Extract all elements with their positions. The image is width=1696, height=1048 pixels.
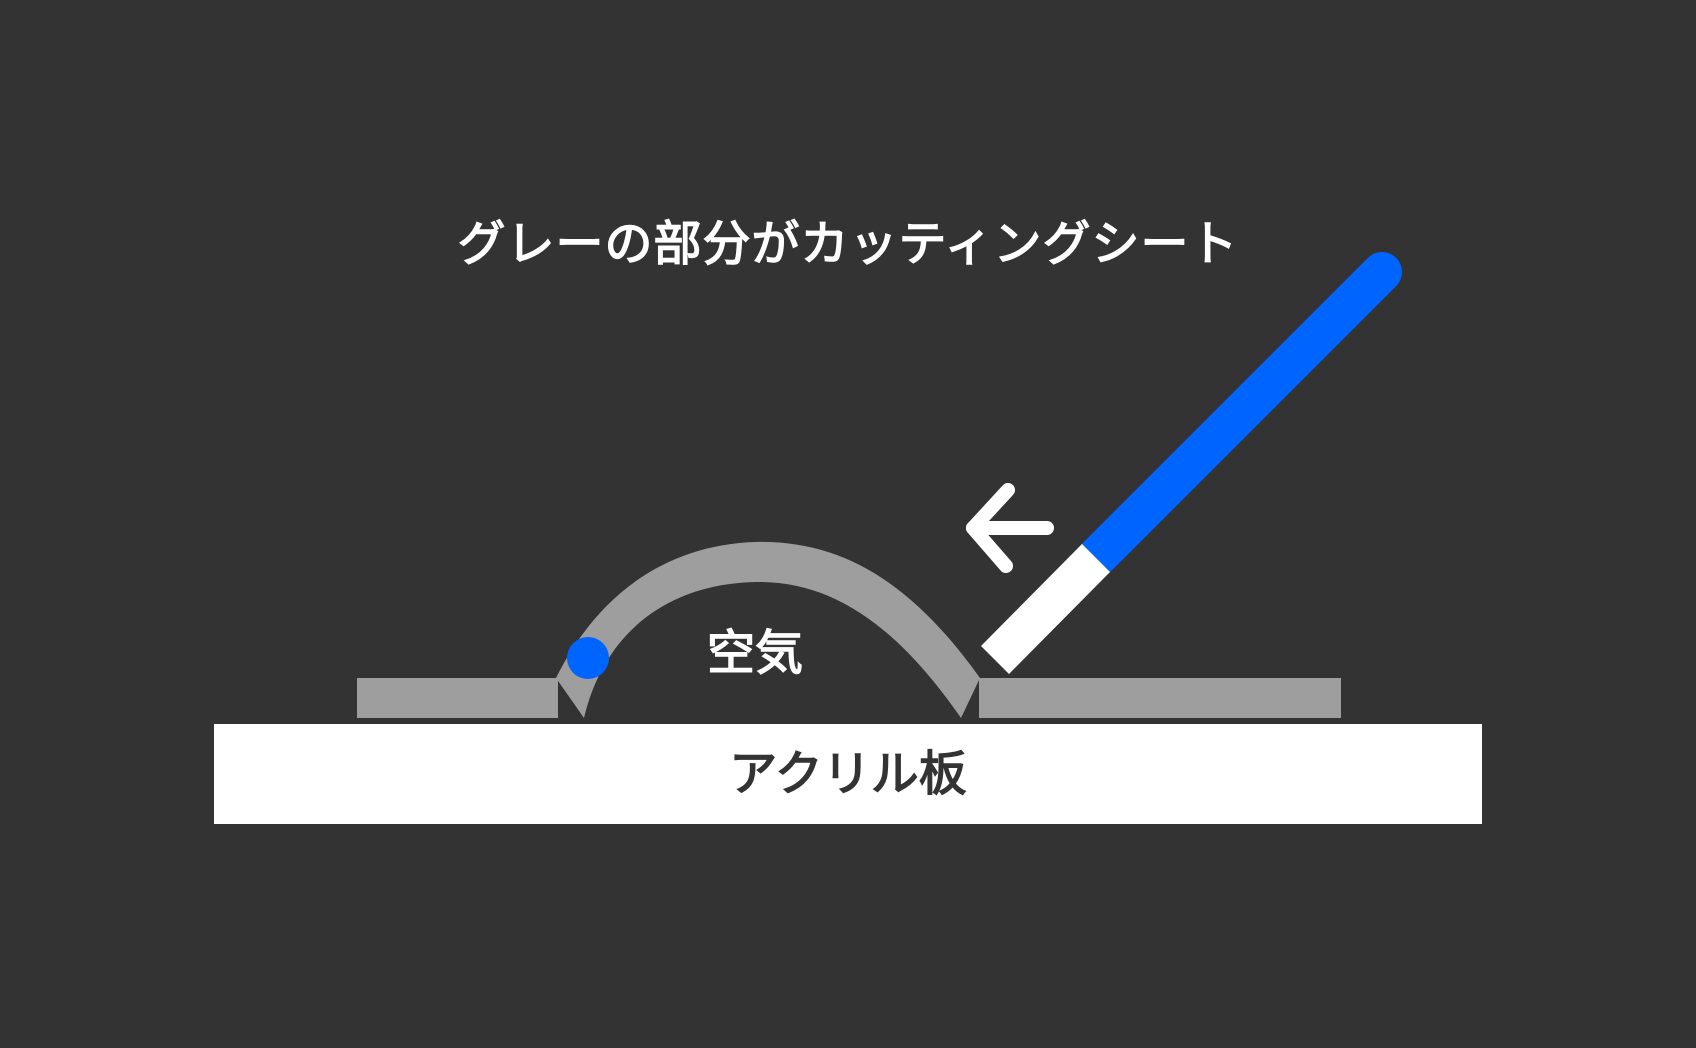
- air-label: 空気: [706, 625, 803, 681]
- squeegee-handle: [1076, 252, 1402, 578]
- cutting-sheet-right: [979, 678, 1341, 718]
- squeegee-blade: [981, 544, 1110, 674]
- arrow-left-icon: [966, 483, 1054, 573]
- acrylic-plate: [214, 724, 1482, 824]
- cutting-sheet-left: [357, 678, 558, 718]
- acrylic-plate-label: アクリル板: [729, 746, 967, 802]
- diagram-title: グレーの部分がカッティングシート: [457, 216, 1239, 272]
- cutting-sheet-bubble: [556, 541, 980, 718]
- circle-icon: [567, 637, 609, 679]
